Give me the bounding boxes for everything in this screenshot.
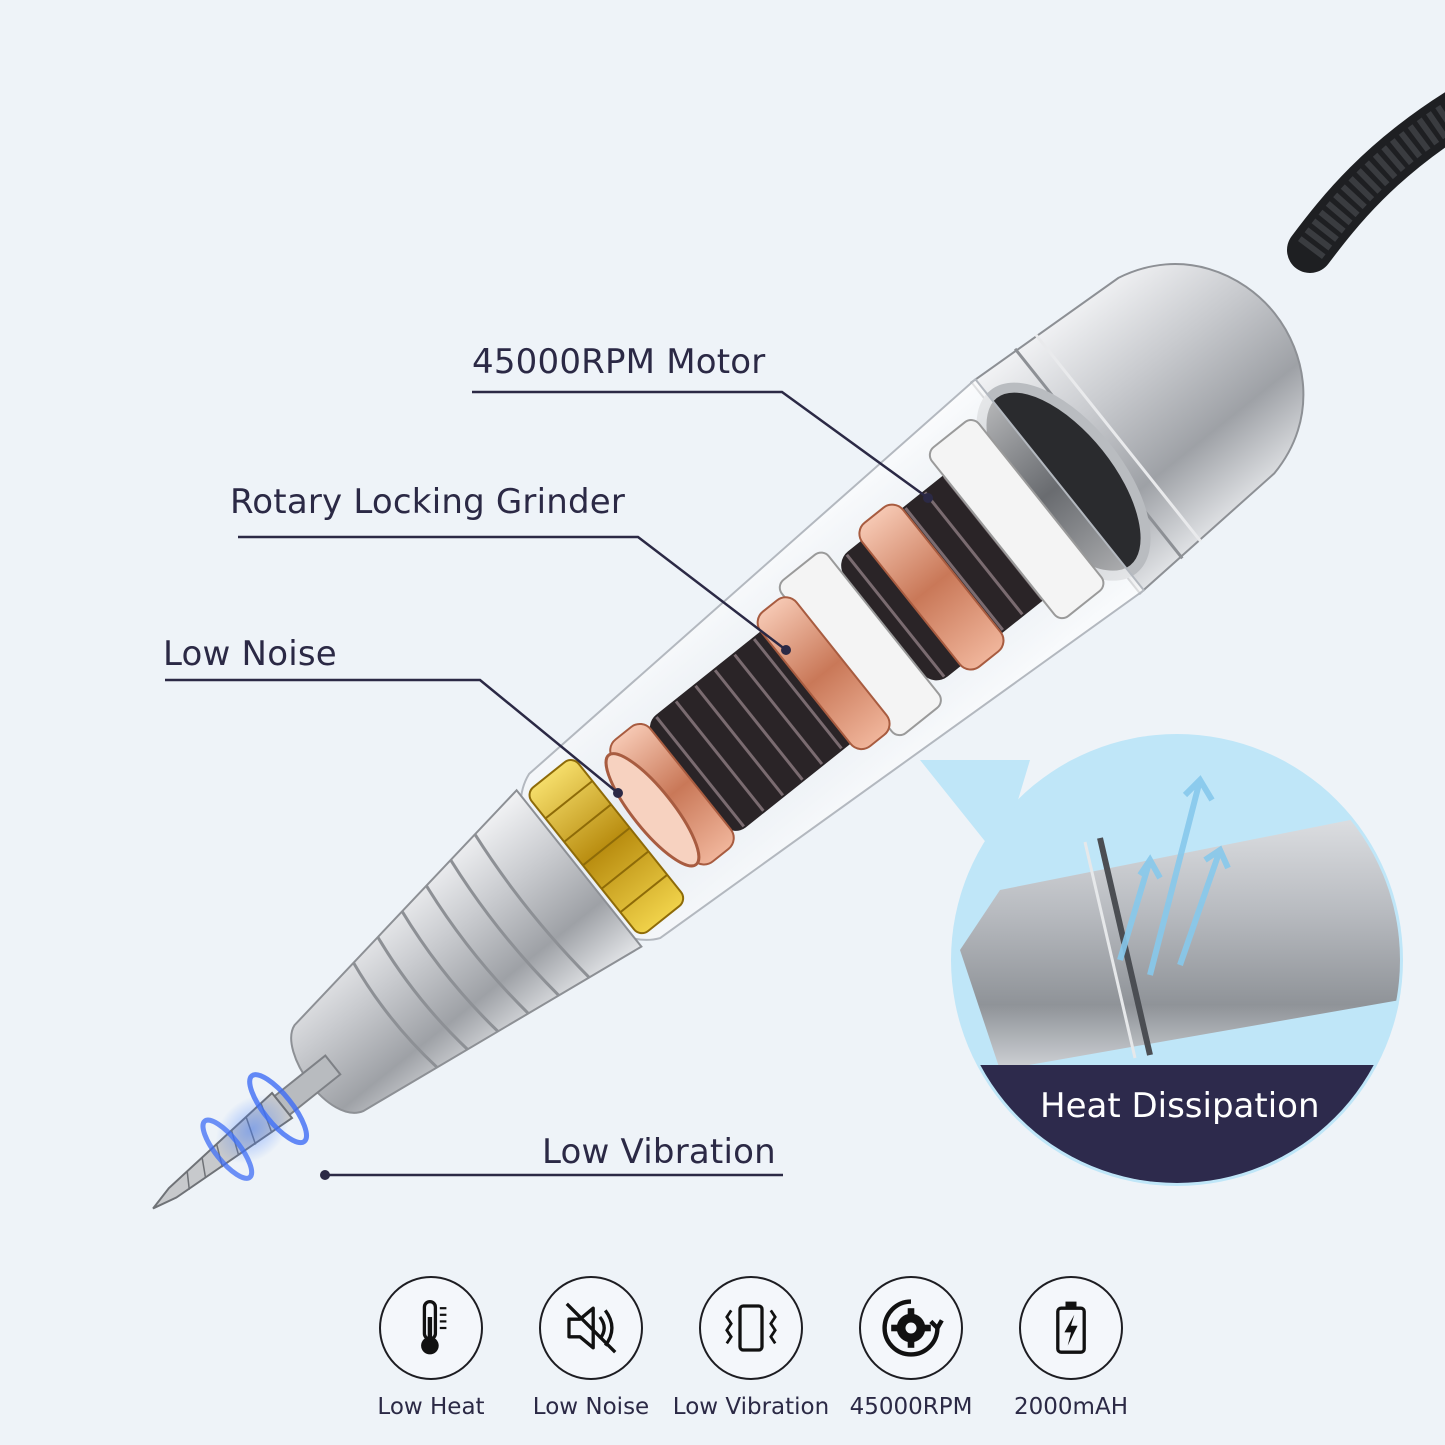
battery-charging-icon — [1019, 1276, 1123, 1380]
muted-speaker-icon — [539, 1276, 643, 1380]
feature-label: 45000RPM — [849, 1394, 973, 1420]
drill-body — [152, 263, 1305, 1210]
thermometer-icon — [379, 1276, 483, 1380]
feature-label: Low Heat — [377, 1394, 485, 1420]
callout-low-vibration: Low Vibration — [542, 1132, 776, 1172]
feature-low-vibration: Low Vibration — [671, 1276, 831, 1420]
callout-heat-dissipation: Heat Dissipation — [1040, 1086, 1320, 1126]
feature-low-noise: Low Noise — [511, 1276, 671, 1420]
feature-low-heat: Low Heat — [351, 1276, 511, 1420]
feature-label: Low Noise — [532, 1394, 650, 1420]
vibrating-phone-icon — [699, 1276, 803, 1380]
feature-label: 2000mAH — [1014, 1394, 1128, 1420]
callout-low-noise: Low Noise — [163, 634, 337, 674]
feature-45000rpm: 45000RPM — [831, 1276, 991, 1420]
feature-2000mah: 2000mAH — [991, 1276, 1151, 1420]
rotating-gear-icon — [859, 1276, 963, 1380]
feature-label: Low Vibration — [672, 1394, 830, 1420]
callout-rotary-locking-grinder: Rotary Locking Grinder — [230, 482, 626, 522]
callout-motor: 45000RPM Motor — [472, 342, 766, 382]
